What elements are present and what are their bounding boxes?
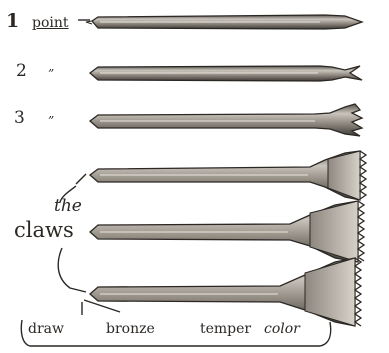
narrow-claw-tool xyxy=(90,151,366,200)
caption-word-bronze: bronze xyxy=(106,322,155,336)
tool-number-1: 1 xyxy=(6,12,19,31)
caption-word-temper: temper xyxy=(200,322,251,336)
medium-claw-tool xyxy=(90,201,364,262)
tool-number-3: 3 xyxy=(14,110,25,127)
caption-word-color: color xyxy=(264,322,300,336)
claws-article-label: the xyxy=(54,198,82,215)
claws-label: claws xyxy=(14,220,74,241)
tool-number-2: 2 xyxy=(16,63,27,80)
ditto-mark-3: ” xyxy=(48,115,54,127)
wide-claw-tool xyxy=(90,258,361,326)
two-prong-claw-tool xyxy=(90,66,362,81)
tool-name-point: point xyxy=(32,16,69,30)
ditto-mark-2: ” xyxy=(48,68,54,80)
point-chisel-tool xyxy=(86,15,362,29)
caption-word-draw: draw xyxy=(28,322,64,336)
three-prong-claw-tool xyxy=(90,104,362,136)
